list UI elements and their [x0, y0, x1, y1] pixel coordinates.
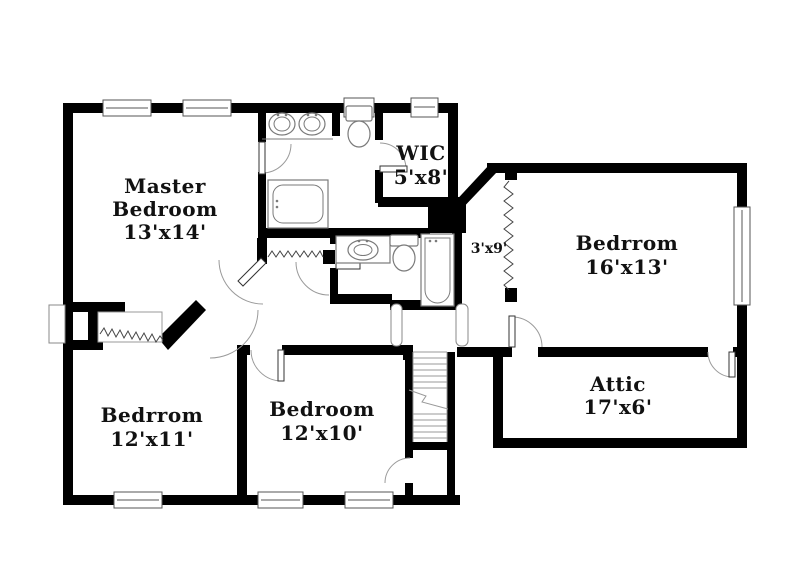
window [344, 491, 394, 509]
shower-icon [267, 179, 329, 229]
room-dims-bedroom-middle: 12'x10' [280, 421, 363, 445]
window [257, 491, 304, 509]
room-label-master-bedroom: Master [124, 174, 206, 198]
room-dims-bedroom-left: 12'x11' [110, 427, 193, 451]
toilet-icon [345, 105, 373, 148]
door [218, 257, 267, 305]
bathtub-icon [420, 233, 455, 307]
room-label-master-bedroom-line2: Bedroom [112, 197, 218, 221]
closet-rod [267, 250, 324, 258]
room-label-wic: WIC [395, 141, 445, 165]
stairs [390, 303, 469, 442]
door [379, 142, 408, 173]
window [102, 99, 152, 117]
closets [97, 180, 514, 343]
door [707, 351, 736, 378]
stair-rail [390, 303, 403, 347]
sink-icon [268, 112, 296, 136]
door [295, 261, 330, 296]
door [384, 457, 411, 484]
door [209, 309, 259, 359]
window [182, 99, 232, 117]
room-label-bedroom-left: Bedrrom [101, 403, 204, 427]
toilet-icon [389, 234, 419, 272]
interior-walls [63, 108, 517, 500]
windows [48, 97, 751, 509]
doors [209, 141, 736, 484]
bathroom-fixtures [262, 105, 455, 307]
room-label-bedroom-right: Bedrrom [576, 231, 679, 255]
wall-bump [48, 304, 66, 344]
window [113, 491, 163, 509]
window [733, 206, 751, 306]
room-labels: Master Bedroom 13'x14' WIC 5'x8' 3'x9' B… [101, 141, 679, 451]
window [410, 97, 439, 118]
room-label-bedroom-middle: Bedroom [269, 397, 375, 421]
room-dims-wic: 5'x8' [394, 165, 449, 189]
sink-icon [298, 112, 326, 136]
stair-rail [455, 303, 469, 347]
room-dims-attic: 17'x6' [584, 395, 653, 419]
closet-rod [99, 327, 164, 343]
door [508, 315, 543, 348]
closet-outline [97, 311, 163, 343]
room-label-attic: Attic [589, 372, 646, 396]
door [250, 349, 285, 382]
closet-rod [503, 180, 514, 291]
door [258, 141, 292, 175]
room-dims-master-bedroom: 13'x14' [123, 220, 206, 244]
sink-icon [335, 235, 391, 264]
room-dims-bedroom-right: 16'x13' [585, 255, 668, 279]
room-dims-right-closet: 3'x9' [471, 241, 507, 257]
